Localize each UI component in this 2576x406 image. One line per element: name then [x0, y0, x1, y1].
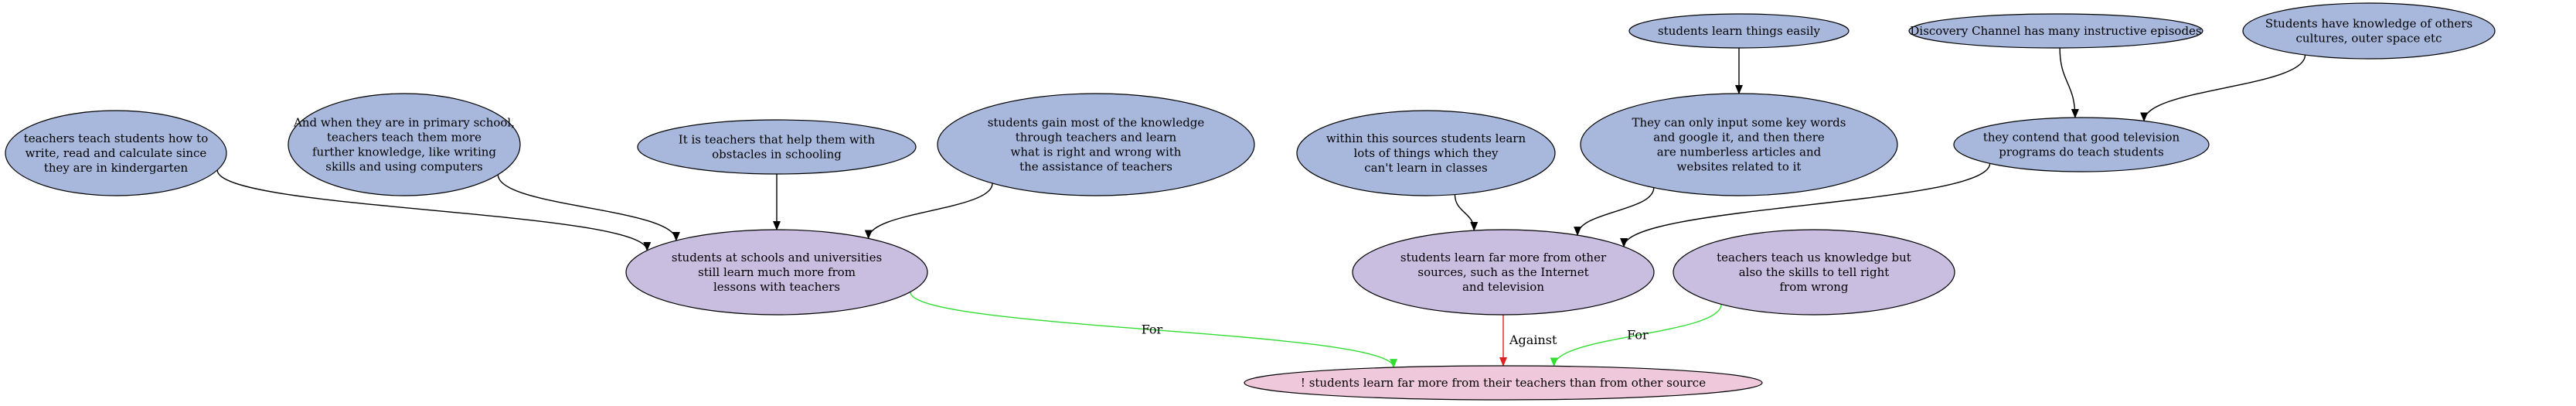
node-n2: And when they are in primary school,teac… [288, 93, 521, 196]
node-text-line: are numberless articles and [1657, 145, 1822, 159]
premise-ellipse [1953, 117, 2210, 172]
edge-n1-c1 [216, 169, 652, 251]
claim-ellipse [625, 229, 928, 316]
node-text-line: also the skills to tell right [1739, 265, 1890, 279]
node-text-line: students learn things easily [1658, 24, 1821, 38]
edge-n4-c1 [864, 183, 993, 240]
edge-line [2140, 54, 2306, 122]
node-text-line: can't learn in classes [1364, 161, 1487, 175]
edge-line [497, 174, 680, 242]
node-text-line: Students have knowledge of others [2265, 17, 2472, 31]
node-text-line: lessons with teachers [713, 280, 840, 294]
node-text-line: within this sources students learn [1326, 131, 1526, 145]
node-text-line: they are in kindergarten [44, 161, 189, 175]
node-text-line: teachers teach them more [327, 131, 482, 145]
node-text-line: ! students learn far more from their tea… [1301, 376, 1706, 390]
node-n10: they contend that good televisionprogram… [1953, 117, 2210, 172]
edge-c2-root: Against [1499, 315, 1557, 367]
premise-ellipse [1580, 93, 1898, 196]
node-text-line: lots of things which they [1353, 146, 1499, 160]
edge-line [1550, 304, 1722, 367]
premise-ellipse [2242, 2, 2496, 60]
edge-n7-c2 [1574, 187, 1655, 237]
node-n6: students learn things easily [1628, 13, 1849, 49]
node-text-line: teachers teach students how to [24, 131, 208, 145]
node-text-line: from wrong [1779, 280, 1848, 294]
edge-n2-c1 [497, 174, 680, 242]
node-root: ! students learn far more from their tea… [1244, 365, 1763, 401]
node-c2: students learn far more from othersource… [1352, 229, 1655, 316]
node-text-line: what is right and wrong with [1011, 145, 1182, 159]
node-text-line: and google it, and then there [1653, 131, 1825, 145]
node-text-line: students learn far more from other [1400, 251, 1607, 264]
premise-ellipse [288, 93, 521, 196]
claim-ellipse [1352, 229, 1655, 316]
edge-n5-c2 [1454, 194, 1479, 232]
node-n4: students gain most of the knowledgethrou… [937, 93, 1255, 196]
edge-line [216, 169, 652, 251]
claim-ellipse [1673, 229, 1955, 316]
premise-ellipse [1296, 110, 1556, 196]
node-text-line: programs do teach students [1999, 145, 2164, 159]
node-text-line: It is teachers that help them with [679, 133, 876, 147]
edge-c1-root: For [910, 292, 1397, 369]
node-n3: It is teachers that help them withobstac… [637, 119, 917, 175]
node-text-line: students gain most of the knowledge [988, 116, 1205, 130]
node-c1: students at schools and universitiesstil… [625, 229, 928, 316]
edge-line [864, 183, 993, 240]
node-text-line: and television [1462, 280, 1544, 294]
node-text-line: And when they are in primary school, [293, 116, 515, 130]
node-text-line: websites related to it [1677, 160, 1802, 174]
node-text-line: skills and using computers [325, 160, 483, 174]
node-text-line: obstacles in schooling [712, 148, 842, 162]
node-n9: Students have knowledge of othersculture… [2242, 2, 2496, 60]
premise-ellipse [5, 110, 227, 196]
node-n8: Discovery Channel has many instructive e… [1908, 13, 2203, 49]
premise-ellipse [1628, 13, 1849, 49]
node-text-line: cultures, outer space etc [2296, 32, 2442, 46]
edge-line [910, 292, 1397, 369]
node-text-line: sources, such as the Internet [1417, 265, 1588, 279]
node-text-line: through teachers and learn [1016, 131, 1177, 145]
premise-ellipse [637, 119, 917, 175]
edge-line [1454, 194, 1479, 232]
edge-line [2059, 47, 2079, 119]
premise-ellipse [937, 93, 1255, 196]
node-text-line: they contend that good television [1983, 131, 2180, 145]
premise-ellipse [1908, 13, 2203, 49]
edge-label-for: For [1627, 327, 1649, 342]
node-text-line: Discovery Channel has many instructive e… [1910, 24, 2201, 38]
node-text-line: teachers teach us knowledge but [1717, 251, 1911, 264]
edge-n9-n10 [2140, 54, 2306, 122]
node-text-line: write, read and calculate since [26, 146, 207, 160]
edge-n10-c2 [1620, 163, 1991, 248]
edge-n8-n10 [2059, 47, 2079, 119]
edge-line [1620, 163, 1991, 248]
edge-label-for: For [1142, 322, 1163, 336]
edge-label-against: Against [1509, 333, 1557, 347]
node-text-line: further knowledge, like writing [312, 145, 496, 159]
edge-line [1574, 187, 1655, 237]
node-text-line: still learn much more from [698, 265, 856, 279]
node-text-line: They can only input some key words [1632, 116, 1846, 130]
conclusion-ellipse [1244, 365, 1763, 401]
edge-c3-root: For [1550, 304, 1722, 367]
node-text-line: students at schools and universities [672, 251, 882, 264]
node-text-line: the assistance of teachers [1019, 160, 1172, 174]
